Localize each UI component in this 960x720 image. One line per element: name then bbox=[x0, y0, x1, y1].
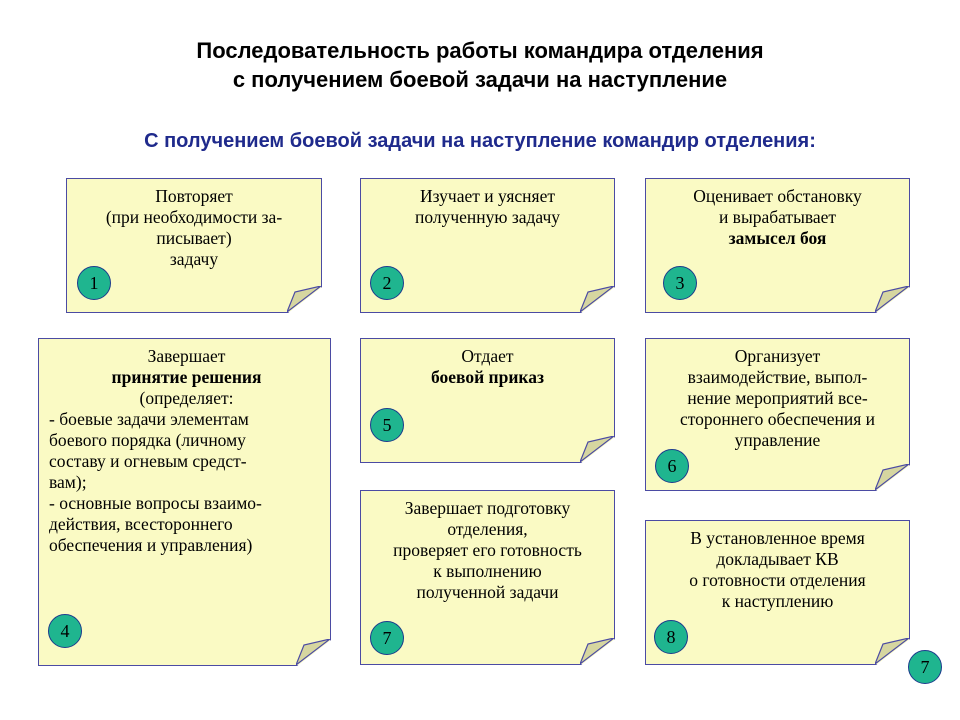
step-card-8-text: В установленное время докладывает КВ о г… bbox=[646, 528, 909, 612]
card-line: Повторяет bbox=[155, 186, 233, 206]
page-curl-icon bbox=[580, 436, 614, 462]
step-card-5-text: Отдает боевой приказ bbox=[361, 346, 614, 388]
step-card-7: Завершает подготовку отделения, проверяе… bbox=[360, 490, 615, 665]
card-line: управление bbox=[734, 430, 821, 450]
page-subtitle: С получением боевой задачи на наступлени… bbox=[144, 130, 816, 152]
page-curl-icon bbox=[875, 638, 909, 664]
step-card-2-text: Изучает и уясняет полученную задачу bbox=[361, 186, 614, 228]
card-list-line: составу и огневым средст- bbox=[49, 451, 247, 471]
title-line-1: Последовательность работы командира отде… bbox=[196, 38, 764, 63]
step-card-4-text: Завершает принятие решения (определяет: … bbox=[39, 346, 330, 556]
card-list-line: действия, всестороннего bbox=[49, 514, 233, 534]
card-line: и вырабатывает bbox=[718, 207, 837, 227]
card-line: нение мероприятий все- bbox=[687, 388, 868, 408]
step-card-3-text: Оценивает обстановку и вырабатывает замы… bbox=[646, 186, 909, 249]
card-line: о готовности отделения bbox=[689, 570, 866, 590]
card-line: Организует bbox=[734, 346, 821, 366]
card-line: проверяет его готовность bbox=[393, 540, 582, 560]
step-badge-3: 3 bbox=[663, 266, 697, 300]
card-line: полученной задачи bbox=[416, 582, 559, 602]
card-list-line: обеспечения и управления) bbox=[49, 535, 253, 555]
card-line: полученную задачу bbox=[414, 207, 561, 227]
page-curl-icon bbox=[580, 638, 614, 664]
card-line: докладывает КВ bbox=[716, 549, 839, 569]
step-badge-4: 4 bbox=[48, 614, 82, 648]
card-line: задачу bbox=[169, 249, 219, 269]
card-line: писывает) bbox=[156, 228, 232, 248]
step-badge-6: 6 bbox=[655, 449, 689, 483]
title-line-2: с получением боевой задачи на наступлени… bbox=[232, 67, 728, 92]
step-badge-1: 1 bbox=[77, 266, 111, 300]
step-badge-2: 2 bbox=[370, 266, 404, 300]
page-curl-icon bbox=[287, 286, 321, 312]
card-line: Завершает bbox=[147, 346, 226, 366]
page-curl-icon bbox=[875, 286, 909, 312]
card-line: Завершает подготовку bbox=[404, 498, 571, 518]
card-line: Изучает и уясняет bbox=[420, 186, 555, 206]
card-line: взаимодействие, выпол- bbox=[687, 367, 868, 387]
card-list-line: вам); bbox=[49, 472, 87, 492]
step-badge-5: 5 bbox=[370, 408, 404, 442]
card-line: стороннего обеспечения и bbox=[680, 409, 875, 429]
step-badge-8: 8 bbox=[654, 620, 688, 654]
card-line: отделения, bbox=[447, 519, 528, 539]
step-card-1-text: Повторяет (при необходимости за- писывае… bbox=[67, 186, 321, 270]
card-line: В установленное время bbox=[690, 528, 865, 548]
step-card-4: Завершает принятие решения (определяет: … bbox=[38, 338, 331, 666]
card-list-line: - основные вопросы взаимо- bbox=[49, 493, 262, 513]
page-curl-icon bbox=[580, 286, 614, 312]
page-curl-icon bbox=[296, 639, 330, 665]
step-card-5: Отдает боевой приказ bbox=[360, 338, 615, 463]
card-bold-line: боевой приказ bbox=[430, 367, 545, 387]
card-line: (при необходимости за- bbox=[105, 207, 283, 227]
card-line: Оценивает обстановку bbox=[693, 186, 862, 206]
card-line: к выполнению bbox=[433, 561, 542, 581]
card-bold-line: замысел боя bbox=[728, 228, 827, 248]
card-list-line: боевого порядка (личному bbox=[49, 430, 246, 450]
step-card-6: Организует взаимодействие, выпол- нение … bbox=[645, 338, 910, 491]
page-curl-icon bbox=[875, 464, 909, 490]
step-card-8: В установленное время докладывает КВ о г… bbox=[645, 520, 910, 665]
step-card-7-text: Завершает подготовку отделения, проверяе… bbox=[361, 498, 614, 603]
card-line: Отдает bbox=[461, 346, 514, 366]
step-card-6-text: Организует взаимодействие, выпол- нение … bbox=[646, 346, 909, 451]
page-number-badge[interactable]: 7 bbox=[908, 650, 942, 684]
card-line: к наступлению bbox=[721, 591, 834, 611]
card-list-line: - боевые задачи элементам bbox=[49, 409, 249, 429]
step-badge-7: 7 bbox=[370, 621, 404, 655]
page-title: Последовательность работы командира отде… bbox=[0, 36, 960, 94]
card-line: (определяет: bbox=[139, 388, 234, 408]
card-bold-line: принятие решения bbox=[111, 367, 262, 387]
